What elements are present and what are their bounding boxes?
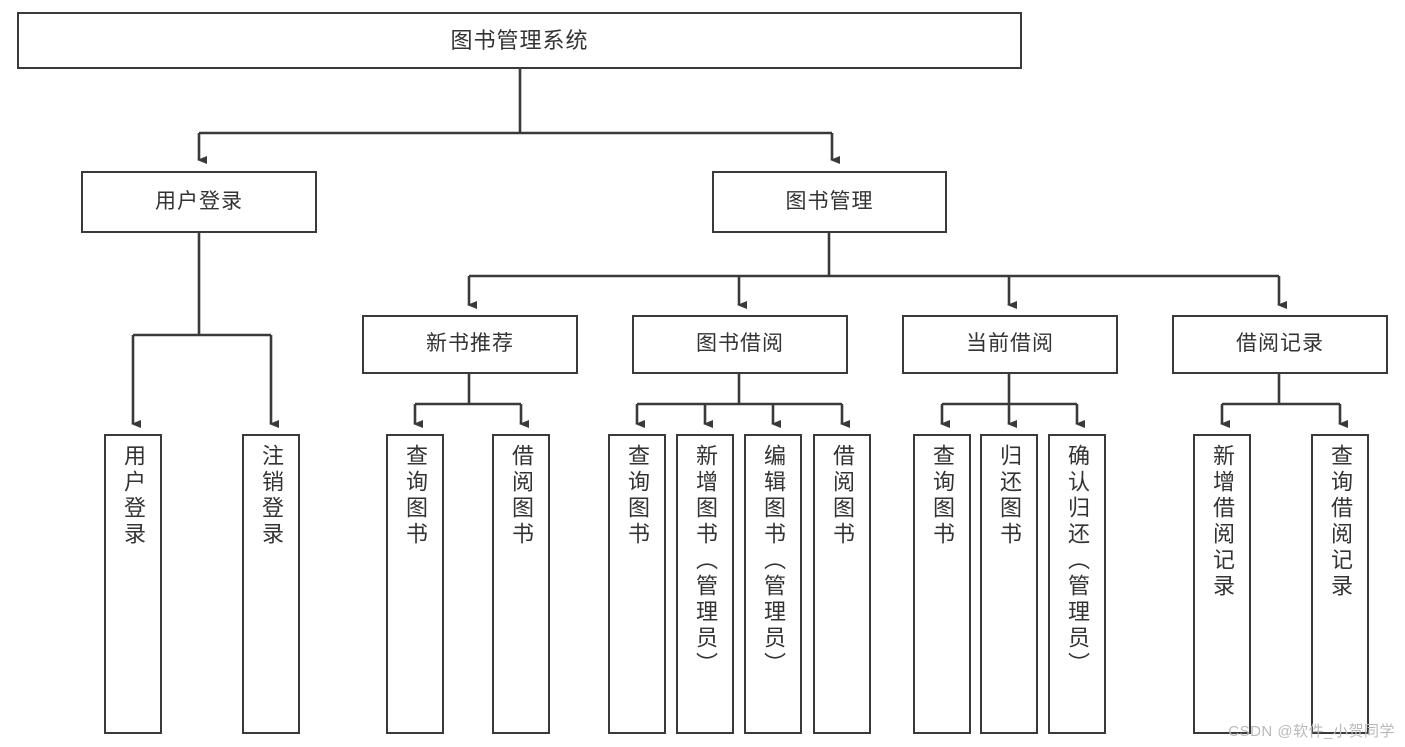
leaf-book-borrow-4[interactable]: 借阅图书 [813, 434, 871, 734]
leaf-book-borrow-3-label: 编辑图书（管理员） [761, 444, 786, 678]
leaf-current-borrow-2-label: 归还图书 [997, 444, 1022, 548]
leaf-current-borrow-3-label: 确认归还（管理员） [1065, 444, 1090, 678]
leaf-user-login-1[interactable]: 用户登录 [104, 434, 162, 734]
node-book-borrow-label: 图书借阅 [696, 332, 784, 356]
node-new-book-recommend-label: 新书推荐 [426, 332, 514, 356]
leaf-new-book-rec-2[interactable]: 借阅图书 [492, 434, 550, 734]
leaf-borrow-record-1[interactable]: 新增借阅记录 [1193, 434, 1251, 734]
leaf-new-book-rec-1-label: 查询图书 [403, 444, 428, 548]
node-new-book-recommend[interactable]: 新书推荐 [362, 315, 578, 374]
leaf-new-book-rec-2-label: 借阅图书 [509, 444, 534, 548]
leaf-user-login-1-label: 用户登录 [121, 444, 146, 548]
node-borrow-record-label: 借阅记录 [1236, 332, 1324, 356]
watermark: CSDN @软件_小贺同学 [1228, 723, 1395, 740]
node-user-login[interactable]: 用户登录 [81, 171, 317, 233]
leaf-borrow-record-1-label: 新增借阅记录 [1210, 444, 1235, 600]
node-current-borrow[interactable]: 当前借阅 [902, 315, 1118, 374]
leaf-book-borrow-1-label: 查询图书 [625, 444, 650, 548]
leaf-current-borrow-1[interactable]: 查询图书 [913, 434, 971, 734]
leaf-book-borrow-1[interactable]: 查询图书 [608, 434, 666, 734]
leaf-current-borrow-2[interactable]: 归还图书 [980, 434, 1038, 734]
leaf-borrow-record-2[interactable]: 查询借阅记录 [1311, 434, 1369, 734]
leaf-new-book-rec-1[interactable]: 查询图书 [386, 434, 444, 734]
leaf-current-borrow-1-label: 查询图书 [930, 444, 955, 548]
leaf-borrow-record-2-label: 查询借阅记录 [1328, 444, 1353, 600]
node-book-borrow[interactable]: 图书借阅 [632, 315, 848, 374]
node-root[interactable]: 图书管理系统 [17, 12, 1022, 69]
node-borrow-record[interactable]: 借阅记录 [1172, 315, 1388, 374]
node-current-borrow-label: 当前借阅 [966, 332, 1054, 356]
leaf-book-borrow-2[interactable]: 新增图书（管理员） [676, 434, 734, 734]
leaf-user-login-2-label: 注销登录 [259, 444, 284, 548]
leaf-book-borrow-4-label: 借阅图书 [830, 444, 855, 548]
leaf-book-borrow-2-label: 新增图书（管理员） [693, 444, 718, 678]
node-book-manage[interactable]: 图书管理 [712, 171, 947, 233]
node-root-label: 图书管理系统 [450, 27, 589, 53]
node-user-login-label: 用户登录 [155, 189, 243, 213]
leaf-user-login-2[interactable]: 注销登录 [242, 434, 300, 734]
leaf-book-borrow-3[interactable]: 编辑图书（管理员） [744, 434, 802, 734]
leaf-current-borrow-3[interactable]: 确认归还（管理员） [1048, 434, 1106, 734]
node-book-manage-label: 图书管理 [785, 189, 874, 213]
